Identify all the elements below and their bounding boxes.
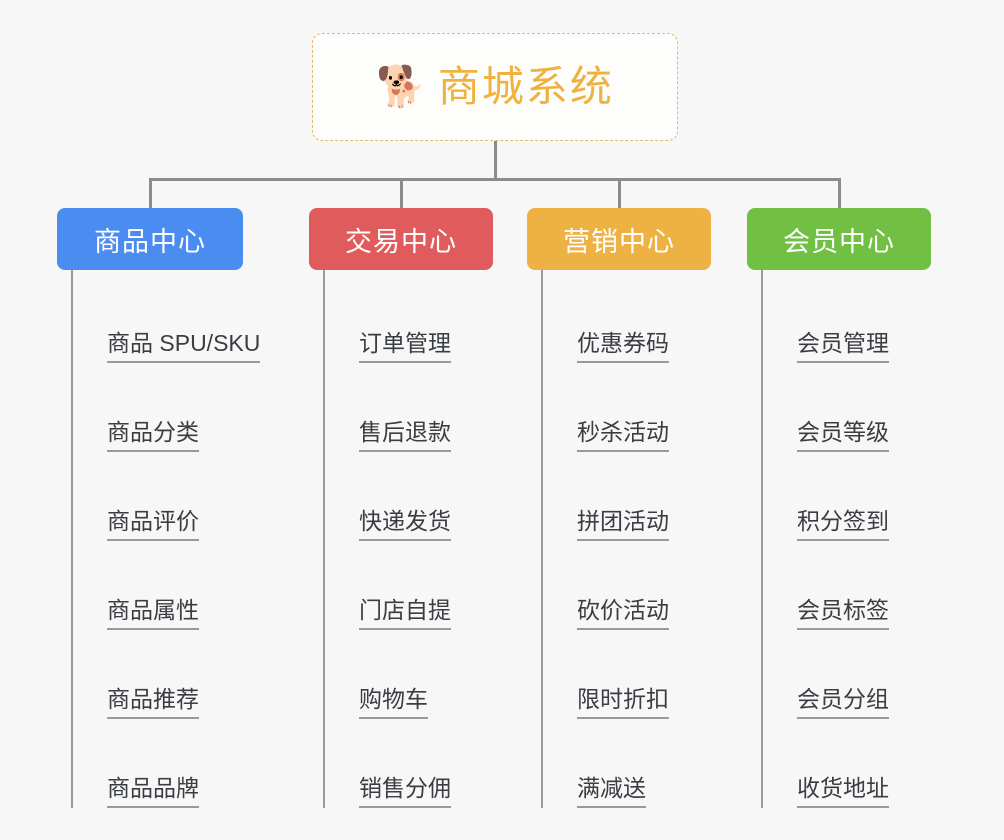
leaf-item[interactable]: 满减送 bbox=[543, 719, 711, 808]
leaf-item[interactable]: 积分签到 bbox=[763, 452, 931, 541]
leaf-item-label: 限时折扣 bbox=[577, 686, 669, 719]
leaf-item[interactable]: 商品分类 bbox=[73, 363, 243, 452]
leaf-item[interactable]: 购物车 bbox=[325, 630, 493, 719]
leaf-item[interactable]: 砍价活动 bbox=[543, 541, 711, 630]
leaf-item-label: 销售分佣 bbox=[359, 775, 451, 808]
category-header-label: 商品中心 bbox=[94, 226, 206, 257]
leaf-item-label: 会员标签 bbox=[797, 597, 889, 630]
root-node-shop-system[interactable]: 🐕 商城系统 bbox=[312, 33, 678, 141]
leaf-item[interactable]: 销售分佣 bbox=[325, 719, 493, 808]
leaf-item-label: 商品分类 bbox=[107, 419, 199, 452]
leaf-item[interactable]: 售后退款 bbox=[325, 363, 493, 452]
leaf-item[interactable]: 限时折扣 bbox=[543, 630, 711, 719]
leaf-item[interactable]: 会员管理 bbox=[763, 270, 931, 363]
leaf-item-label: 优惠券码 bbox=[577, 330, 669, 363]
leaf-list-3: 优惠券码秒杀活动拼团活动砍价活动限时折扣满减送 bbox=[541, 270, 711, 808]
leaf-item[interactable]: 商品评价 bbox=[73, 452, 243, 541]
leaf-item[interactable]: 秒杀活动 bbox=[543, 363, 711, 452]
connector-drop-2 bbox=[400, 178, 403, 208]
leaf-item[interactable]: 优惠券码 bbox=[543, 270, 711, 363]
leaf-item[interactable]: 商品推荐 bbox=[73, 630, 243, 719]
connector-drop-1 bbox=[149, 178, 152, 208]
leaf-item-label: 商品评价 bbox=[107, 508, 199, 541]
leaf-item[interactable]: 门店自提 bbox=[325, 541, 493, 630]
shiba-dog-face-icon: 🐕 bbox=[376, 65, 426, 109]
leaf-item[interactable]: 会员标签 bbox=[763, 541, 931, 630]
leaf-item-label: 商品属性 bbox=[107, 597, 199, 630]
leaf-item[interactable]: 会员分组 bbox=[763, 630, 931, 719]
leaf-item-label: 售后退款 bbox=[359, 419, 451, 452]
connector-drop-4 bbox=[838, 178, 841, 208]
leaf-item-label: 商品品牌 bbox=[107, 775, 199, 808]
leaf-list-4: 会员管理会员等级积分签到会员标签会员分组收货地址 bbox=[761, 270, 931, 808]
category-header-4[interactable]: 会员中心 bbox=[747, 208, 931, 270]
leaf-item-label: 快递发货 bbox=[359, 508, 451, 541]
category-column-3: 营销中心优惠券码秒杀活动拼团活动砍价活动限时折扣满减送 bbox=[527, 208, 711, 808]
connector-drop-3 bbox=[618, 178, 621, 208]
category-column-2: 交易中心订单管理售后退款快递发货门店自提购物车销售分佣 bbox=[309, 208, 493, 808]
leaf-item-label: 购物车 bbox=[359, 686, 428, 719]
category-header-label: 营销中心 bbox=[563, 226, 675, 257]
category-column-4: 会员中心会员管理会员等级积分签到会员标签会员分组收货地址 bbox=[747, 208, 931, 808]
leaf-item[interactable]: 订单管理 bbox=[325, 270, 493, 363]
leaf-item[interactable]: 拼团活动 bbox=[543, 452, 711, 541]
leaf-item-label: 收货地址 bbox=[797, 775, 889, 808]
category-column-1: 商品中心商品 SPU/SKU 商品分类商品评价商品属性商品推荐商品品牌 bbox=[57, 208, 261, 808]
root-node-title: 商城系统 bbox=[437, 63, 614, 110]
connector-horizontal-bus bbox=[150, 178, 840, 181]
leaf-item-label: 商品推荐 bbox=[107, 686, 199, 719]
category-header-label: 会员中心 bbox=[783, 226, 895, 257]
leaf-item-label: 满减送 bbox=[577, 775, 646, 808]
leaf-item[interactable]: 会员等级 bbox=[763, 363, 931, 452]
leaf-item-label: 会员分组 bbox=[797, 686, 889, 719]
category-header-3[interactable]: 营销中心 bbox=[527, 208, 711, 270]
leaf-item[interactable]: 商品品牌 bbox=[73, 719, 243, 808]
leaf-item-label: 门店自提 bbox=[359, 597, 451, 630]
leaf-item[interactable]: 商品属性 bbox=[73, 541, 243, 630]
connector-root-stem bbox=[494, 141, 497, 180]
leaf-item-label: 会员等级 bbox=[797, 419, 889, 452]
leaf-item-label: 订单管理 bbox=[359, 330, 451, 363]
leaf-item-label: 商品 SPU/SKU bbox=[107, 330, 261, 363]
category-header-2[interactable]: 交易中心 bbox=[309, 208, 493, 270]
leaf-item-label: 拼团活动 bbox=[577, 508, 669, 541]
leaf-item-label: 会员管理 bbox=[797, 330, 889, 363]
leaf-item-label: 积分签到 bbox=[797, 508, 889, 541]
leaf-item-label: 秒杀活动 bbox=[577, 419, 669, 452]
leaf-item[interactable]: 快递发货 bbox=[325, 452, 493, 541]
leaf-item-label: 砍价活动 bbox=[577, 597, 669, 630]
leaf-list-2: 订单管理售后退款快递发货门店自提购物车销售分佣 bbox=[323, 270, 493, 808]
leaf-list-1: 商品 SPU/SKU 商品分类商品评价商品属性商品推荐商品品牌 bbox=[71, 270, 261, 808]
leaf-item[interactable]: 商品 SPU/SKU bbox=[73, 270, 261, 363]
category-header-label: 交易中心 bbox=[345, 226, 457, 257]
category-header-1[interactable]: 商品中心 bbox=[57, 208, 243, 270]
leaf-item[interactable]: 收货地址 bbox=[763, 719, 931, 808]
